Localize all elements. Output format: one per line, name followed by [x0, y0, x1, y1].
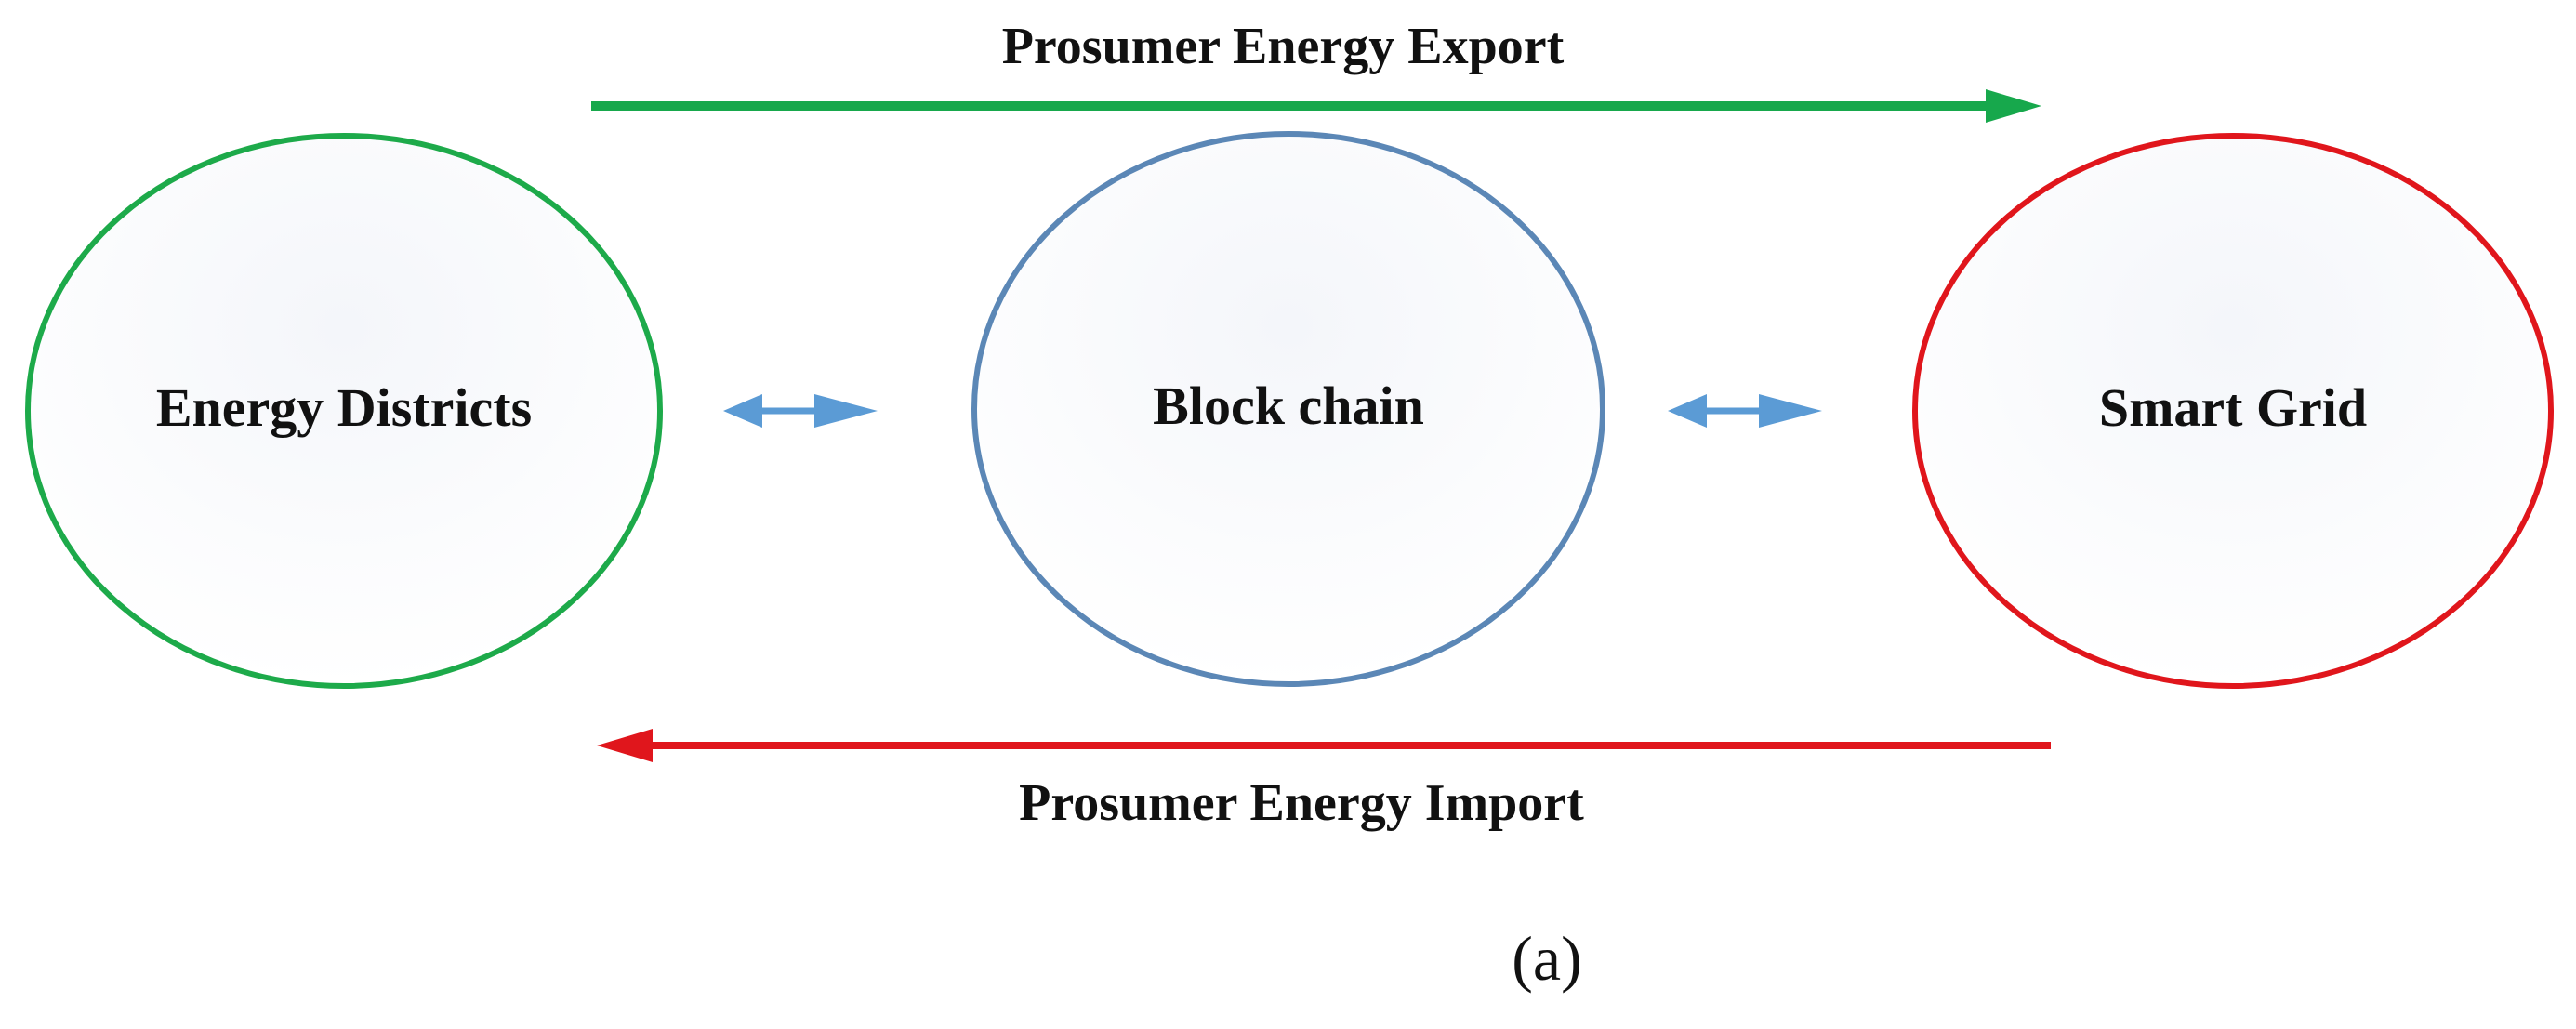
bidirectional-arrow-right	[1668, 394, 1822, 428]
import-label: Prosumer Energy Import	[1019, 774, 1584, 832]
figure-caption: (a)	[1512, 923, 1581, 994]
bidirectional-arrow-left-head-left	[723, 394, 762, 428]
bidirectional-arrow-right-head-right	[1759, 394, 1822, 428]
node-energy-districts: Energy Districts	[25, 133, 663, 689]
smart-grid-circle	[1912, 133, 2554, 689]
import-arrow	[597, 729, 2051, 762]
export-label: Prosumer Energy Export	[1002, 18, 1565, 75]
smart-grid-label: Smart Grid	[2099, 377, 2367, 438]
export-arrow-head	[1986, 89, 2041, 123]
bidirectional-arrow-left-head-right	[814, 394, 878, 428]
energy-districts-label: Energy Districts	[156, 377, 532, 438]
node-block-chain: Block chain	[971, 131, 1605, 687]
export-arrow	[591, 89, 2041, 123]
node-smart-grid: Smart Grid	[1912, 133, 2554, 689]
bidirectional-arrow-right-head-left	[1668, 394, 1707, 428]
bidirectional-arrow-left	[723, 394, 878, 428]
block-chain-circle	[971, 131, 1605, 687]
import-arrow-head	[597, 729, 653, 762]
energy-districts-circle	[25, 133, 663, 689]
block-chain-label: Block chain	[1153, 376, 1424, 436]
